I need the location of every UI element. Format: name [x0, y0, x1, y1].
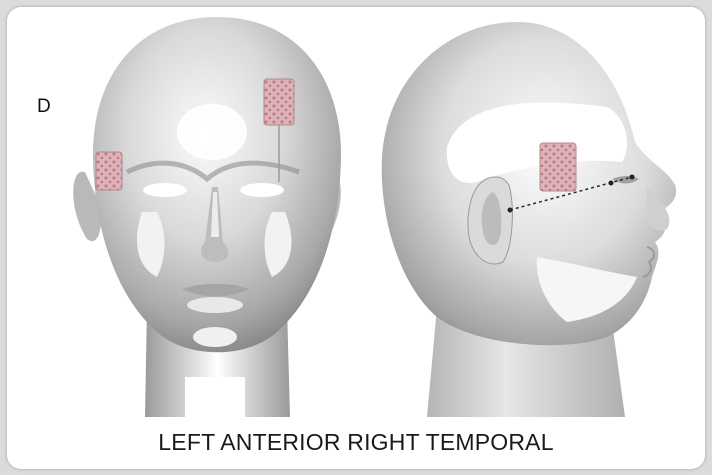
front-view-head	[73, 17, 341, 417]
figure-caption: LEFT ANTERIOR RIGHT TEMPORAL	[7, 429, 705, 456]
electrode-side-right-temporal	[540, 143, 576, 191]
side-measurement-point-ear	[508, 208, 513, 213]
side-head-shape	[382, 22, 676, 345]
front-neck-highlight	[185, 377, 245, 417]
panel-label: D	[37, 96, 51, 118]
side-measurement-point-mid	[609, 181, 614, 186]
electrode-front-anterior	[264, 79, 294, 125]
front-lower-lip	[187, 297, 243, 313]
side-measurement-point-eye	[630, 175, 635, 180]
front-right-eye	[240, 183, 284, 197]
figure-panel: D LEFT ANTERIOR RIGHT TEMPORAL	[7, 7, 705, 469]
side-view-head	[382, 22, 676, 417]
head-illustration	[7, 7, 705, 469]
front-chin	[193, 327, 237, 347]
electrode-front-left-temporal	[96, 152, 122, 190]
front-left-eye	[143, 183, 187, 197]
front-forehead-highlight	[177, 104, 247, 160]
